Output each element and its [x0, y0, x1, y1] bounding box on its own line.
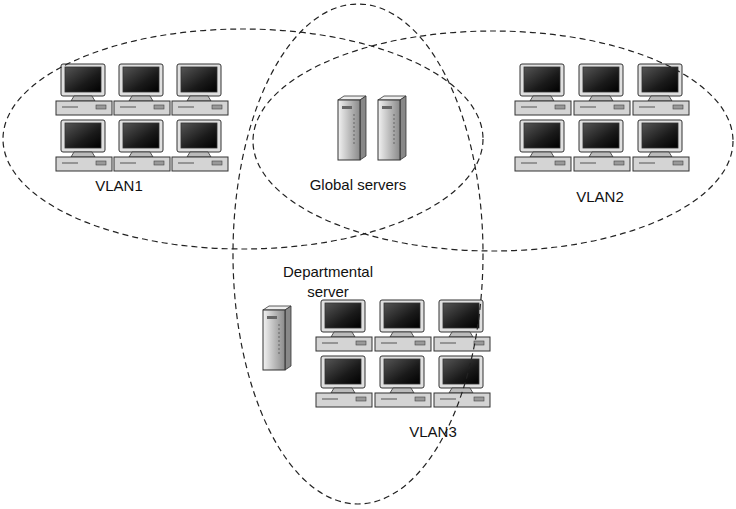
vlan-outline [2, 28, 484, 250]
dashed-ellipse [253, 31, 733, 251]
vlan-label: VLAN1 [95, 176, 143, 196]
vlan-label: VLAN3 [409, 422, 457, 442]
vlan-ellipse: VLAN1 [2, 28, 484, 250]
vlan-label: VLAN2 [576, 187, 624, 207]
server-label: Global servers [310, 175, 407, 195]
vlan-ellipse: VLAN3 [232, 3, 484, 505]
dashed-ellipse [3, 29, 483, 249]
vlan-outline [252, 30, 734, 252]
dashed-ellipse [233, 4, 483, 504]
vlan-ellipse: VLAN2 [252, 30, 734, 252]
server-label: Departmental server [273, 262, 383, 301]
